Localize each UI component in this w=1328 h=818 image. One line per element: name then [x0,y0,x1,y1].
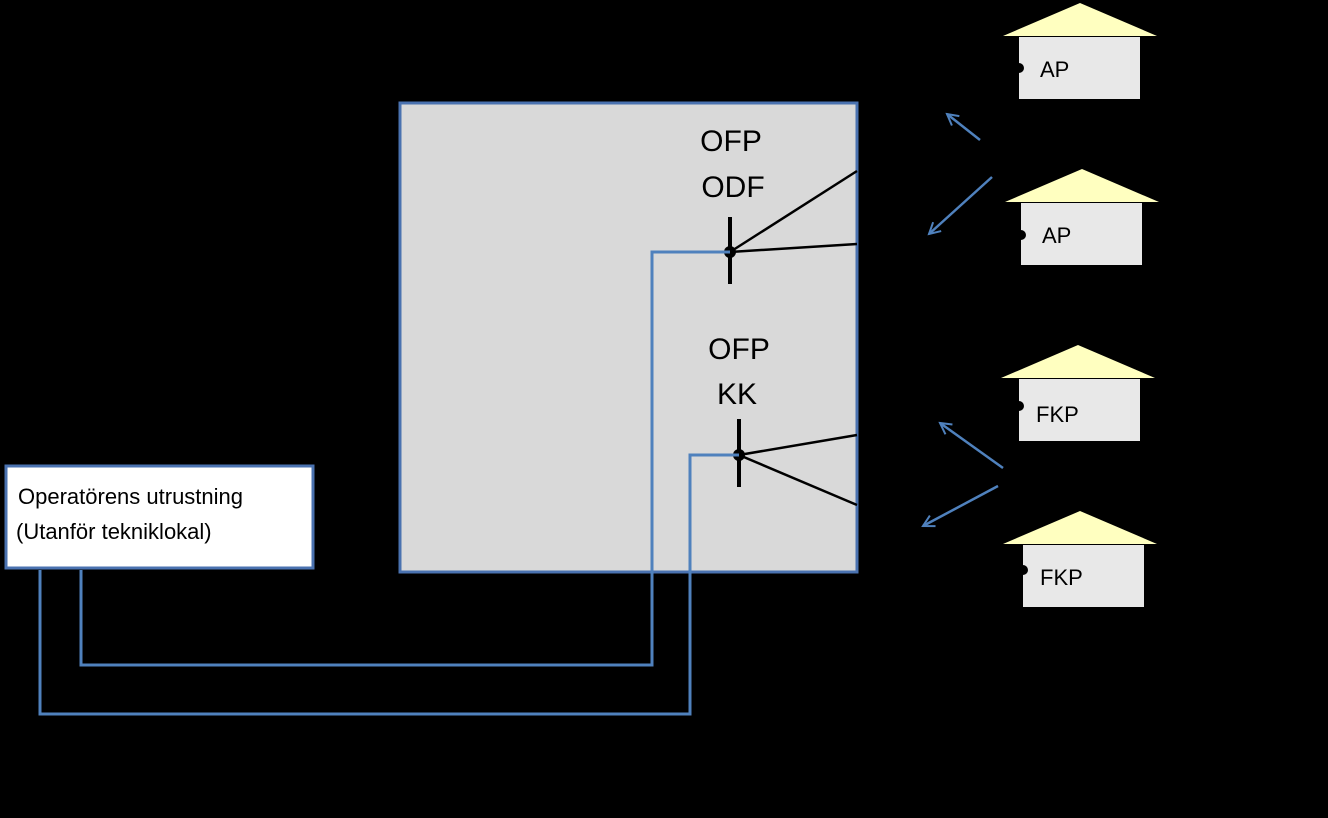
house-icon [1005,169,1159,202]
operator-label-line1: Operatörens utrustning [18,484,243,509]
operator-equipment-box [4,464,315,570]
odf-label-line2: ODF [701,171,764,204]
house-icon [1003,511,1157,544]
arrow-icon [940,423,1004,470]
house-ap-1: AP [1003,3,1157,99]
house-label: AP [1042,223,1071,248]
odf-label-line1: OFP [700,125,762,158]
cable-to-odf [79,250,730,667]
kk-label-line1: OFP [708,333,770,366]
kk-connector [733,419,858,507]
kk-label-line2: KK [717,378,757,411]
house-icon [1001,345,1155,378]
operator-label-line2: (Utanför tekniklokal) [16,519,212,544]
connector-dot-icon [1014,401,1024,411]
arrow-icon [947,114,981,141]
arrow-icon [923,484,999,526]
connector-dot-icon [1018,565,1028,575]
house-fkp-1: FKP [1001,345,1155,441]
arrow-icon [929,176,993,234]
house-ap-2: AP [1005,169,1159,265]
house-label: FKP [1036,402,1079,427]
connector-dot-icon [1014,63,1024,73]
technical-room [398,101,859,574]
house-label: FKP [1040,565,1083,590]
connector-dot-icon [1016,230,1026,240]
house-fkp-2: FKP [1003,511,1157,607]
cable-to-kk [38,453,739,716]
house-label: AP [1040,57,1069,82]
house-icon [1003,3,1157,36]
